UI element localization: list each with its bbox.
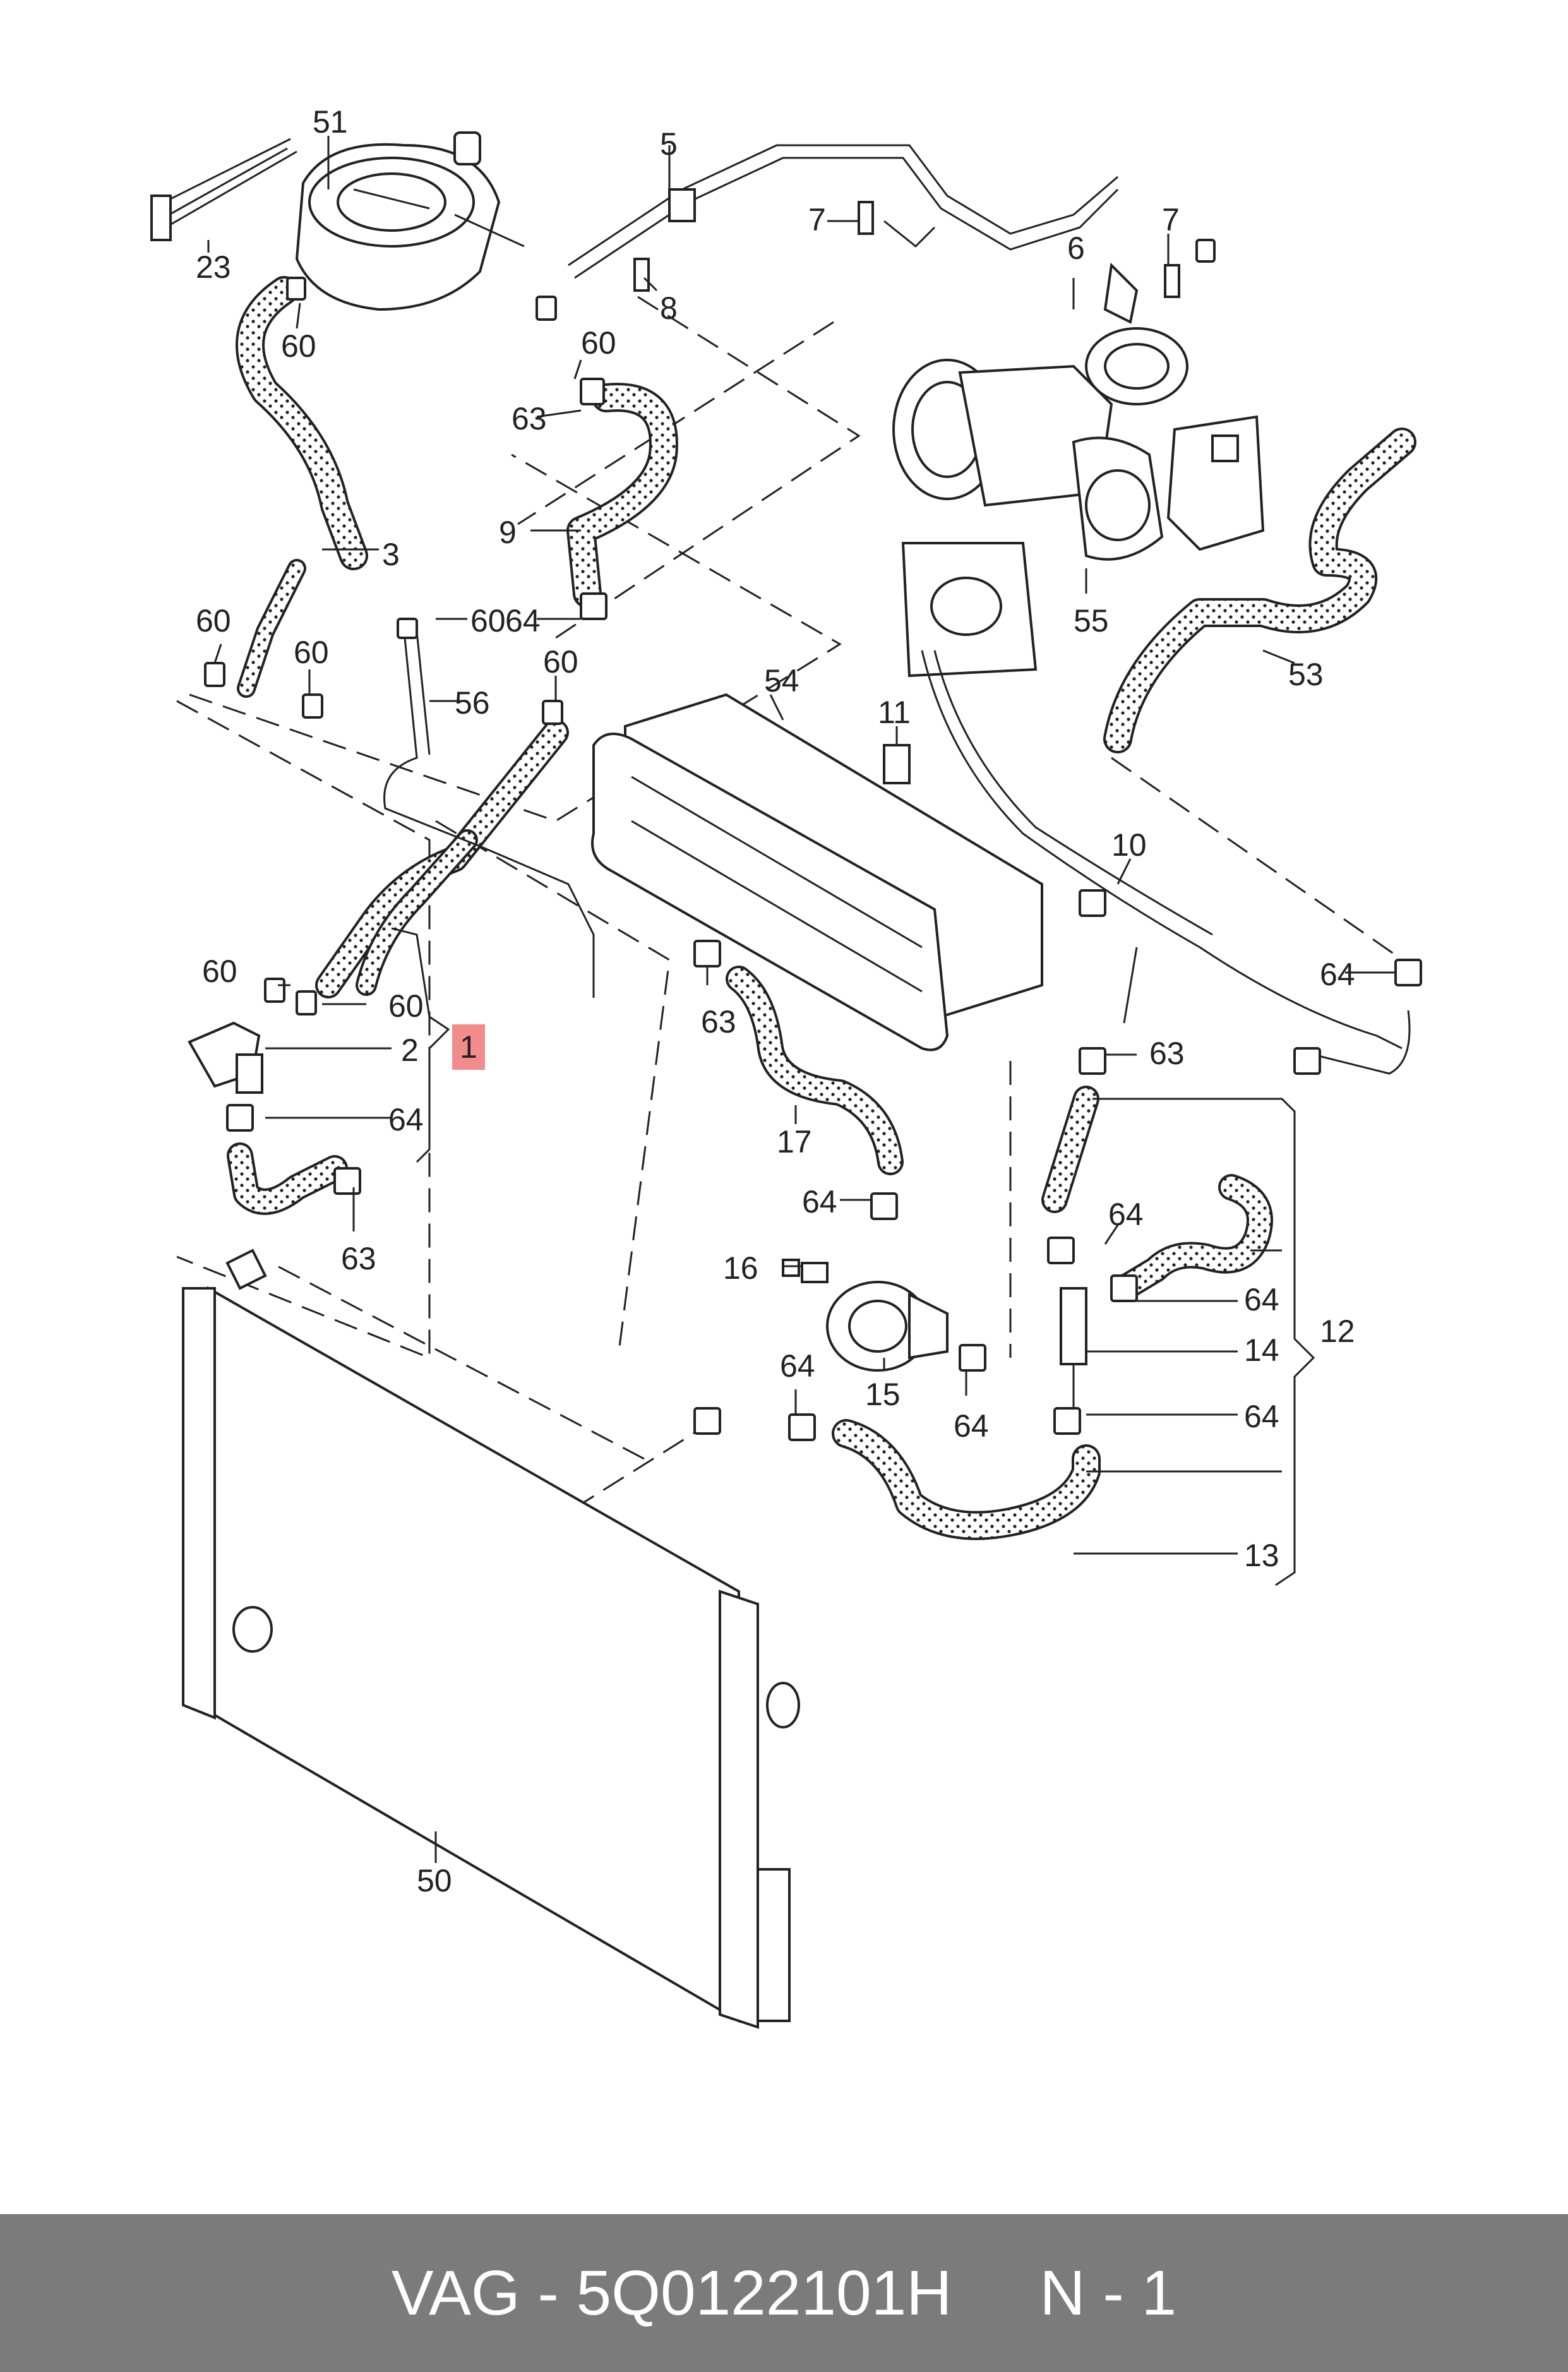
callout-7: 7	[808, 202, 826, 237]
coolant-pipe	[568, 144, 1119, 279]
callout-56: 56	[455, 685, 490, 721]
callout-60: 60	[543, 644, 578, 680]
callout-15: 15	[865, 1377, 901, 1412]
callout-64: 64	[1244, 1399, 1279, 1434]
callout-64: 64	[388, 1102, 424, 1137]
callout-9: 9	[499, 515, 517, 550]
callout-63: 63	[341, 1241, 376, 1276]
cable-tie	[150, 138, 297, 241]
callout-53: 53	[1288, 657, 1324, 692]
bolts	[633, 201, 1180, 324]
callout-60: 60	[388, 988, 424, 1024]
callout-51: 51	[313, 104, 348, 140]
footer-bar: VAG - 5Q0122101H N - 1	[0, 2214, 1568, 2372]
callout-64: 64	[954, 1408, 989, 1444]
callout-63: 63	[701, 1004, 736, 1039]
callout-8: 8	[660, 291, 678, 326]
footer-separator: -	[520, 2257, 577, 2328]
callout-60: 60	[581, 325, 616, 361]
hoses	[227, 276, 1416, 1540]
callout-11: 11	[878, 695, 911, 730]
callout-17: 17	[777, 1124, 812, 1159]
callout-2: 2	[401, 1033, 419, 1068]
callout-5: 5	[660, 126, 678, 162]
callout-64: 64	[505, 603, 541, 638]
callout-64: 64	[802, 1184, 837, 1219]
footer-page: N - 1	[1039, 2257, 1177, 2328]
callout-54: 54	[764, 663, 799, 698]
parts-diagram: 51 23 60 5 7 7 6 8 60 63 3 9 55 60 60 64…	[150, 104, 1422, 2029]
callout-23: 23	[196, 249, 231, 285]
callout-60: 60	[202, 954, 237, 989]
footer-gap	[952, 2258, 1039, 2328]
expansion-tank	[295, 131, 525, 311]
callout-50: 50	[417, 1863, 452, 1898]
callout-7: 7	[1162, 202, 1180, 237]
footer-brand: VAG	[391, 2257, 520, 2328]
callout-60: 60	[196, 603, 231, 638]
tubes	[383, 631, 1411, 1408]
callout-10: 10	[1111, 827, 1147, 863]
callout-12: 12	[1320, 1314, 1355, 1349]
callout-16: 16	[723, 1250, 758, 1286]
callout-14: 14	[1244, 1333, 1279, 1368]
callout-60: 60	[294, 635, 329, 670]
radiator	[182, 1249, 800, 2029]
callout-1-highlight	[452, 1024, 485, 1070]
callout-6: 6	[1067, 231, 1085, 266]
callout-60: 60	[470, 603, 506, 638]
callout-64: 64	[780, 1348, 815, 1384]
callout-55: 55	[1074, 603, 1109, 638]
heat-exchanger	[591, 693, 1043, 1051]
footer-part-number: 5Q0122101H	[576, 2257, 952, 2328]
callout-63: 63	[512, 401, 547, 436]
callout-1: 1	[460, 1029, 477, 1065]
valve-connector	[188, 1021, 1087, 1365]
callout-3: 3	[382, 537, 400, 572]
callout-60: 60	[281, 328, 316, 364]
callout-64: 64	[1244, 1282, 1279, 1317]
coolant-pump	[782, 1259, 949, 1372]
footer-text: VAG - 5Q0122101H N - 1	[392, 2257, 1176, 2330]
callout-labels: 51 23 60 5 7 7 6 8 60 63 3 9 55 60 60 64…	[196, 104, 1355, 1898]
callout-64: 64	[1108, 1197, 1144, 1232]
hose-clamps	[204, 239, 1422, 1441]
callout-63: 63	[1149, 1036, 1185, 1071]
leader-lines	[207, 136, 1396, 1863]
callout-13: 13	[1244, 1538, 1279, 1573]
turbocharger	[892, 327, 1265, 678]
callout-64: 64	[1320, 957, 1355, 992]
